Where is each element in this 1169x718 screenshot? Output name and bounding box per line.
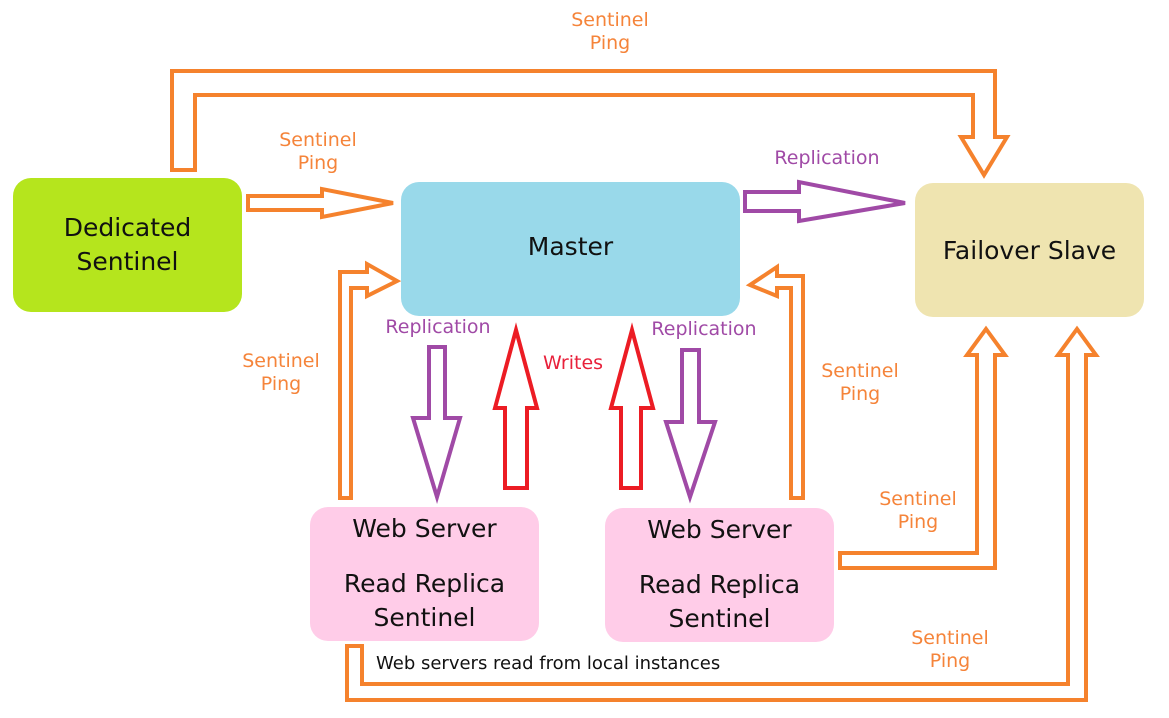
web-server-right-line3: Sentinel (668, 604, 771, 633)
arrow-ping-dedicated-to-slave (170, 69, 1011, 179)
label-ping-left-web-slave-line1: Sentinel (911, 627, 989, 649)
node-master: Master (401, 182, 740, 316)
label-ping-top-line1: Sentinel (571, 9, 649, 31)
arrow-ping-right-web-to-slave (838, 325, 1009, 570)
label-ping-dedicated-master: Sentinel Ping (258, 129, 378, 175)
label-replication-left-text: Replication (385, 316, 491, 338)
label-ping-left-web-master: Sentinel Ping (221, 350, 341, 396)
node-failover-slave: Failover Slave (915, 183, 1144, 317)
failover-slave-label: Failover Slave (942, 235, 1117, 265)
label-ping-left-web-slave: Sentinel Ping (890, 627, 1010, 673)
web-server-right-line1: Web Server (647, 515, 792, 544)
label-ping-right-web-master-line1: Sentinel (821, 360, 899, 382)
label-ping-right-web-master-line2: Ping (839, 383, 881, 405)
note-local-reads: Web servers read from local instances (376, 652, 776, 675)
label-ping-left-web-master-line2: Ping (260, 373, 302, 395)
node-web-server-right: Web Server Read Replica Sentinel (605, 508, 834, 642)
label-ping-dedicated-master-line1: Sentinel (279, 129, 357, 151)
label-replication-right: Replication (639, 318, 769, 341)
label-ping-left-web-master-line1: Sentinel (242, 350, 320, 372)
label-ping-top: Sentinel Ping (550, 9, 670, 55)
arrow-ping-dedicated-to-master (246, 186, 394, 220)
label-replication-master-slave-text: Replication (774, 147, 880, 169)
label-ping-left-web-slave-line2: Ping (929, 650, 971, 672)
label-replication-right-text: Replication (651, 318, 757, 340)
node-web-server-left: Web Server Read Replica Sentinel (310, 507, 539, 641)
arrow-writes-right-web-to-master (608, 322, 656, 490)
arrow-ping-left-web-to-slave (345, 325, 1100, 702)
label-ping-right-web-master: Sentinel Ping (800, 360, 920, 406)
dedicated-sentinel-line2: Sentinel (76, 247, 179, 276)
arrow-ping-right-web-to-master (745, 263, 805, 500)
label-ping-dedicated-master-line2: Ping (297, 152, 339, 174)
label-ping-right-web-slave-line2: Ping (897, 511, 939, 533)
arrow-replication-master-to-slave (743, 179, 906, 224)
label-writes-text: Writes (542, 352, 604, 374)
arrow-replication-master-to-right-web (663, 348, 718, 504)
label-replication-master-slave: Replication (762, 147, 892, 170)
web-server-left-line1: Web Server (352, 514, 497, 543)
note-local-reads-text: Web servers read from local instances (376, 653, 721, 674)
dedicated-sentinel-line1: Dedicated (63, 213, 192, 242)
arrow-replication-master-to-left-web (410, 345, 463, 505)
web-server-right-line2: Read Replica (638, 570, 801, 599)
node-dedicated-sentinel: Dedicated Sentinel (13, 178, 242, 312)
label-ping-right-web-slave-line1: Sentinel (879, 488, 957, 510)
arrow-ping-left-web-to-master (338, 260, 402, 500)
master-label: Master (527, 232, 614, 261)
arrow-writes-left-web-to-master (492, 322, 540, 490)
web-server-left-line3: Sentinel (373, 603, 476, 632)
web-server-left-line2: Read Replica (343, 569, 506, 598)
label-ping-right-web-slave: Sentinel Ping (858, 488, 978, 534)
label-replication-left: Replication (373, 316, 503, 339)
label-ping-top-line2: Ping (589, 32, 631, 54)
label-writes: Writes (533, 352, 613, 375)
